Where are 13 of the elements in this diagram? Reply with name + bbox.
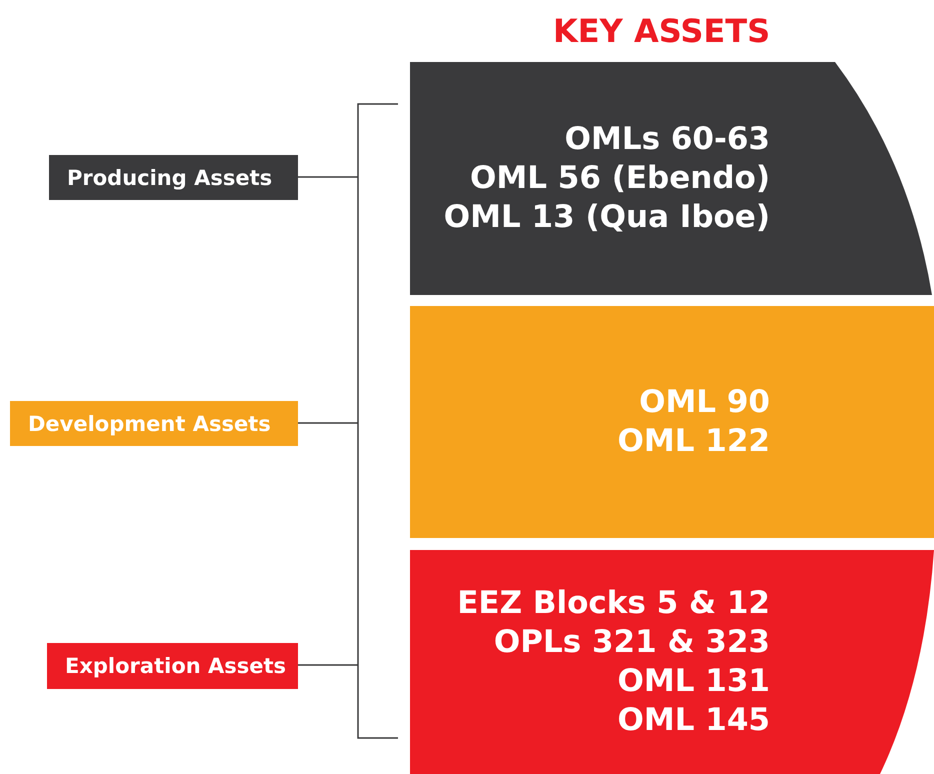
category-label: Producing Assets: [49, 155, 298, 200]
asset-name: OML 56 (Ebendo): [470, 159, 770, 198]
category-label: Exploration Assets: [47, 643, 298, 689]
asset-name: OML 145: [618, 701, 770, 740]
diagram-title: KEY ASSETS: [553, 12, 770, 50]
asset-name: OML 131: [618, 662, 770, 701]
asset-name: OML 13 (Qua Iboe): [444, 198, 770, 237]
asset-name: OPLs 321 & 323: [494, 623, 770, 662]
asset-name: OML 122: [618, 422, 770, 461]
asset-name: OML 90: [639, 383, 770, 422]
asset-name: OMLs 60-63: [564, 120, 770, 159]
asset-name: EEZ Blocks 5 & 12: [457, 584, 770, 623]
category-label: Development Assets: [10, 401, 298, 446]
